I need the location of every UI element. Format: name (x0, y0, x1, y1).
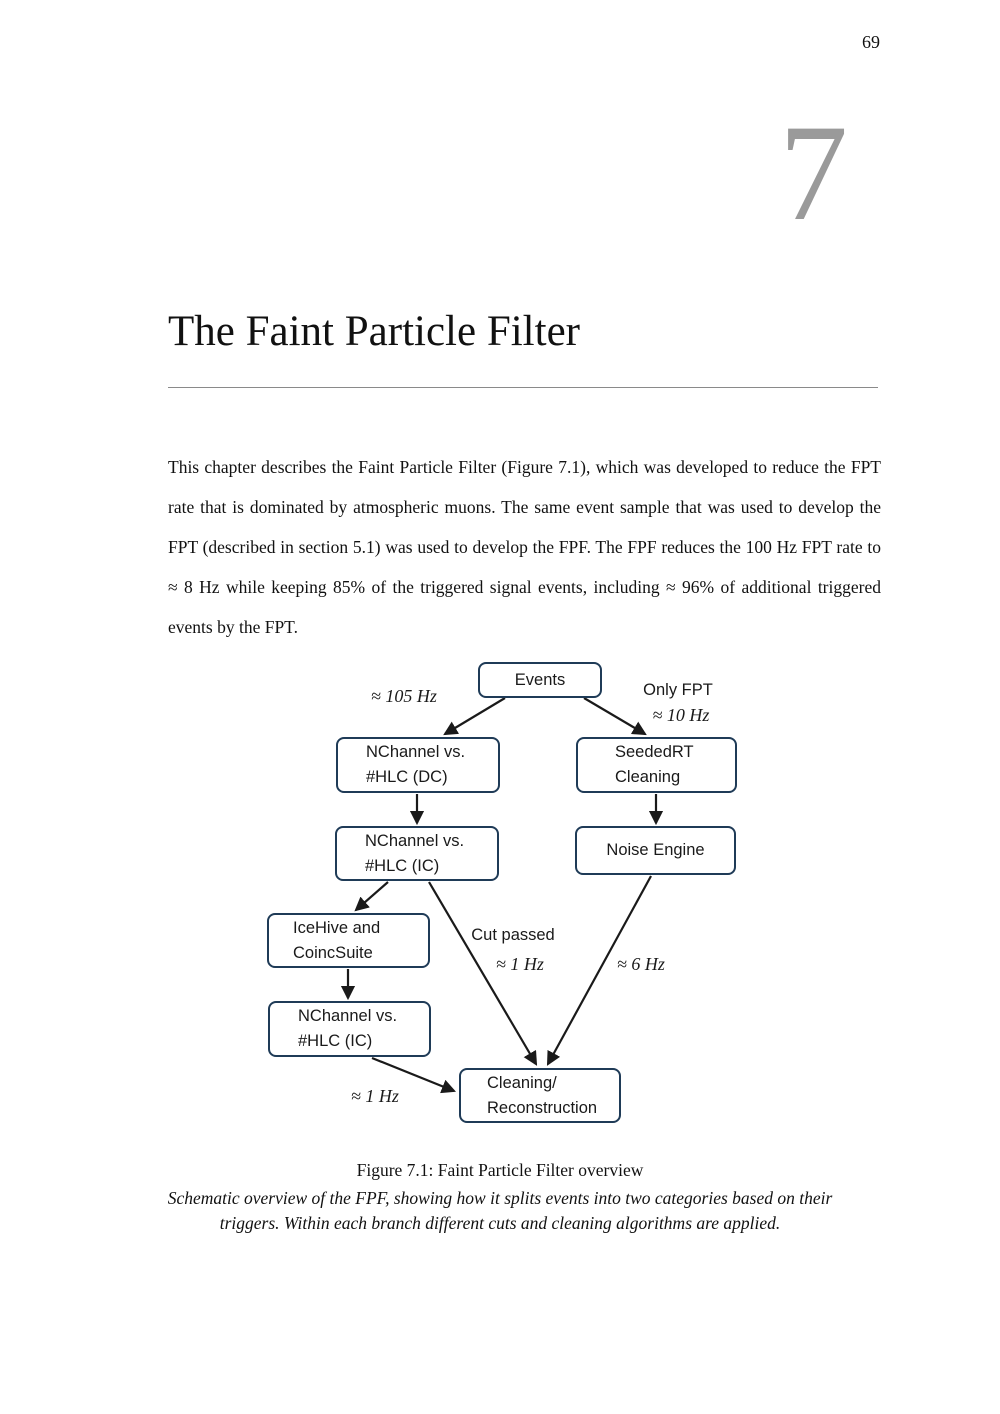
figure-caption-body: Schematic overview of the FPF, showing h… (167, 1188, 833, 1233)
node-cleaning-reconstruction-label: Cleaning/ Reconstruction (487, 1073, 598, 1117)
figure-caption: Figure 7.1: Faint Particle Filter overvi… (0, 1160, 1000, 1236)
node-noise-engine-label: Noise Engine (606, 841, 705, 859)
edge-label-rate-105hz: ≈ 105 Hz (371, 686, 437, 706)
node-nchannel-dc: NChannel vs. #HLC (DC) (336, 737, 500, 793)
node-noise-engine: Noise Engine (575, 826, 736, 875)
arrow-nchannel-ic-to-icehive (354, 881, 389, 912)
chapter-number: 7 (779, 96, 848, 249)
edge-label-rate-1hz-center: ≈ 1 Hz (496, 954, 544, 974)
node-seededrt-cleaning: SeededRT Cleaning (576, 737, 737, 793)
edge-label-rate-6hz: ≈ 6 Hz (617, 954, 665, 974)
node-events: Events (478, 662, 602, 698)
page-number: 69 (862, 32, 880, 52)
figure-flowchart: Events NChannel vs. #HLC (DC) SeededRT C… (0, 655, 1000, 1135)
node-nchannel-ic-upper-label: NChannel vs. #HLC (IC) (365, 831, 465, 875)
flow-arrows (340, 697, 664, 1094)
node-nchannel-dc-label: NChannel vs. #HLC (DC) (366, 743, 466, 786)
body-paragraph: This chapter describes the Faint Particl… (168, 457, 881, 637)
edge-label-cut-passed: Cut passed (471, 926, 555, 944)
arrow-nchannel-ic-lower-to-cleaning (371, 1056, 456, 1094)
node-nchannel-ic-lower: NChannel vs. #HLC (IC) (268, 1001, 431, 1057)
node-seededrt-cleaning-label: SeededRT Cleaning (615, 743, 694, 786)
title-divider (168, 387, 878, 388)
node-events-label: Events (514, 670, 566, 689)
chapter-title: The Faint Particle Filter (168, 308, 580, 355)
arrow-events-to-nchannel-dc (443, 697, 506, 736)
node-cleaning-reconstruction: Cleaning/ Reconstruction (459, 1068, 621, 1123)
node-icehive-coincsuite: IceHive and CoincSuite (267, 913, 430, 968)
arrow-cut-passed-to-cleaning (428, 881, 538, 1066)
arrow-noise-engine-to-cleaning (546, 875, 652, 1066)
edge-label-only-fpt: Only FPT (643, 681, 713, 699)
figure-caption-title: Figure 7.1: Faint Particle Filter overvi… (356, 1160, 644, 1180)
edge-label-rate-1hz-bottom: ≈ 1 Hz (351, 1086, 399, 1106)
node-icehive-coincsuite-label: IceHive and CoincSuite (293, 918, 381, 962)
node-nchannel-ic-upper: NChannel vs. #HLC (IC) (335, 826, 499, 881)
arrow-events-to-seededrt (583, 697, 647, 736)
edge-label-rate-10hz: ≈ 10 Hz (652, 705, 710, 725)
node-nchannel-ic-lower-label: NChannel vs. #HLC (IC) (298, 1007, 398, 1050)
